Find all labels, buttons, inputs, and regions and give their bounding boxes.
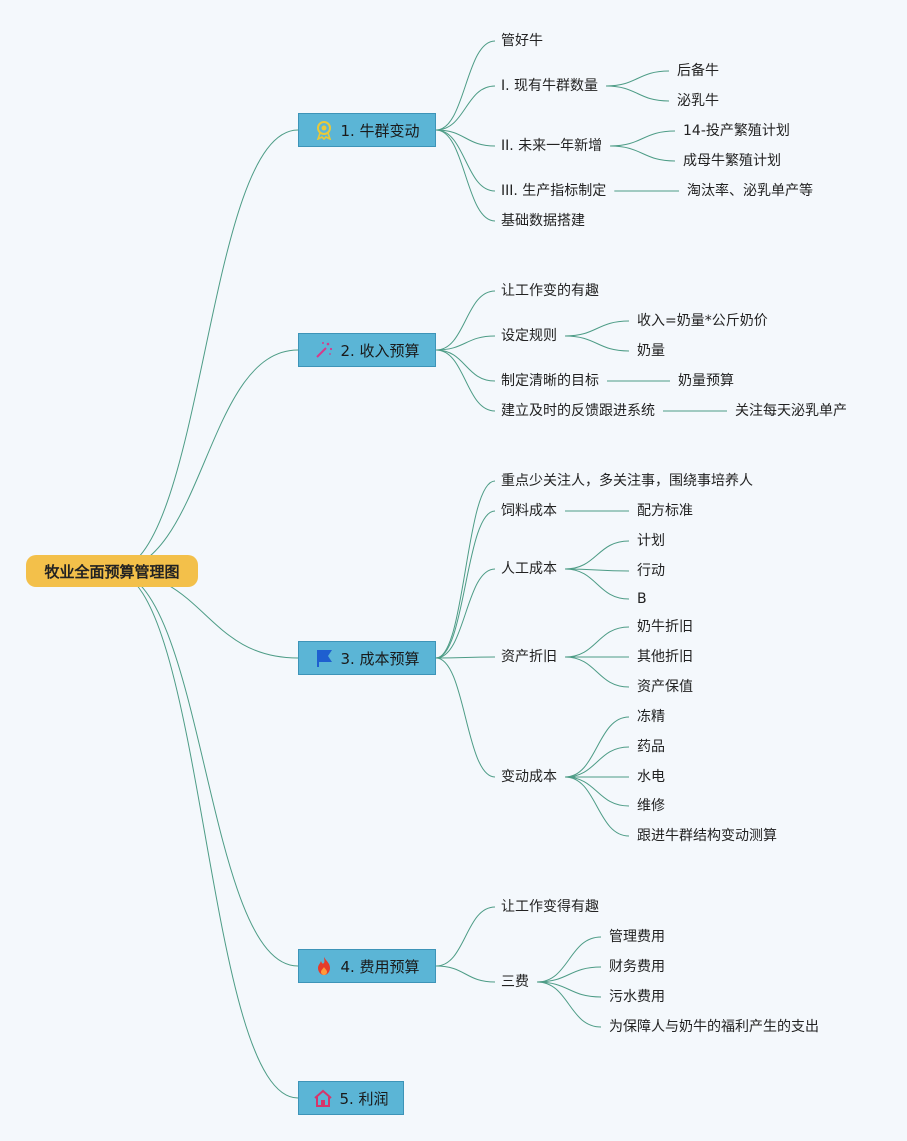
connector-line: [435, 40, 496, 131]
detail-item[interactable]: 跟进牛群结构变动测算: [637, 828, 777, 844]
connector-line: [435, 349, 496, 412]
detail-item[interactable]: 其他折旧: [637, 649, 693, 665]
subtopic[interactable]: III. 生产指标制定: [501, 183, 607, 199]
detail-item[interactable]: 关注每天泌乳单产: [735, 403, 847, 419]
detail-item[interactable]: 污水费用: [609, 989, 665, 1005]
subtopic[interactable]: 人工成本: [501, 561, 557, 577]
connector-line: [564, 568, 630, 600]
connector-line: [564, 776, 630, 837]
topic-cost-budget[interactable]: 3. 成本预算: [298, 641, 436, 675]
topic-label: 4. 费用预算: [340, 957, 420, 976]
connector-line: [564, 656, 630, 688]
subtopic[interactable]: 基础数据搭建: [501, 213, 585, 229]
connector-line: [435, 349, 496, 382]
topic-profit[interactable]: 5. 利润: [298, 1081, 404, 1115]
topic-label: 2. 收入预算: [340, 341, 420, 360]
connector-line: [606, 70, 670, 87]
detail-item[interactable]: B: [637, 591, 647, 607]
connector-line: [435, 85, 496, 131]
connector-line: [435, 480, 496, 659]
connector-line: [435, 568, 496, 659]
award-badge-icon: [317, 121, 332, 140]
subtopic[interactable]: 设定规则: [501, 328, 557, 344]
detail-item[interactable]: 14-投产繁殖计划: [683, 123, 790, 139]
detail-item[interactable]: 奶量: [637, 343, 665, 359]
connector-line: [111, 349, 299, 572]
connector-line: [564, 776, 630, 807]
connector-line: [564, 568, 630, 572]
detail-item[interactable]: 奶量预算: [678, 373, 734, 389]
topic-income-budget[interactable]: 2. 收入预算: [298, 333, 436, 367]
subtopic[interactable]: II. 未来一年新增: [501, 138, 603, 154]
connector-line: [435, 129, 496, 222]
subtopic[interactable]: 让工作变得有趣: [501, 899, 599, 915]
root-topic[interactable]: 牧业全面预算管理图: [26, 555, 198, 587]
connector-line: [435, 656, 496, 659]
connector-line: [564, 746, 630, 778]
subtopic[interactable]: 饲料成本: [501, 503, 557, 519]
topic-expense-budget[interactable]: 4. 费用预算: [298, 949, 436, 983]
topic-label: 5. 利润: [339, 1089, 389, 1108]
house-icon: [314, 1089, 333, 1107]
subtopic[interactable]: 三费: [501, 974, 529, 990]
detail-item[interactable]: 行动: [637, 563, 665, 579]
detail-item[interactable]: 收入=奶量*公斤奶价: [637, 313, 768, 329]
detail-item[interactable]: 财务费用: [609, 959, 665, 975]
detail-item[interactable]: 水电: [637, 769, 665, 785]
connector-line: [564, 716, 630, 778]
connector-line: [435, 906, 496, 967]
root-topic-label: 牧业全面预算管理图: [44, 562, 180, 581]
connector-line: [435, 510, 496, 659]
topic-label: 3. 成本预算: [340, 649, 420, 668]
subtopic[interactable]: 管好牛: [501, 33, 543, 49]
connector-line: [435, 335, 496, 351]
detail-item[interactable]: 奶牛折旧: [637, 619, 693, 635]
detail-item[interactable]: 维修: [637, 798, 665, 814]
detail-item[interactable]: 计划: [637, 533, 665, 549]
detail-item[interactable]: 冻精: [637, 709, 665, 725]
detail-item[interactable]: 为保障人与奶牛的福利产生的支出: [609, 1019, 819, 1035]
topic-label: 1. 牛群变动: [340, 121, 420, 140]
flag-icon: [317, 650, 333, 667]
connector-line: [536, 936, 602, 983]
subtopic[interactable]: 重点少关注人，多关注事，围绕事培养人: [501, 473, 753, 489]
connector-line: [435, 657, 496, 778]
connector-line: [435, 129, 496, 192]
subtopic[interactable]: 资产折旧: [501, 649, 557, 665]
connector-line: [536, 966, 602, 983]
subtopic[interactable]: 制定清晰的目标: [501, 373, 599, 389]
fire-icon: [318, 957, 331, 975]
connector-line: [111, 570, 299, 1099]
detail-item[interactable]: 淘汰率、泌乳单产等: [687, 183, 813, 199]
connector-line: [606, 85, 670, 102]
connector-line: [111, 129, 299, 572]
detail-item[interactable]: 后备牛: [677, 63, 719, 79]
magic-wand-icon: [316, 342, 333, 358]
connector-line: [435, 290, 496, 351]
connector-line: [111, 570, 299, 967]
connector-line: [435, 965, 496, 983]
connector-line: [435, 129, 496, 147]
topic-herd-changes[interactable]: 1. 牛群变动: [298, 113, 436, 147]
connector-line: [536, 981, 602, 1028]
connector-line: [564, 626, 630, 658]
connector-line: [564, 540, 630, 570]
connector-line: [564, 335, 630, 352]
detail-item[interactable]: 配方标准: [637, 503, 693, 519]
detail-item[interactable]: 成母牛繁殖计划: [683, 153, 781, 169]
connector-line: [536, 981, 602, 998]
connector-line: [610, 130, 676, 147]
detail-item[interactable]: 药品: [637, 739, 665, 755]
detail-item[interactable]: 泌乳牛: [677, 93, 719, 109]
subtopic[interactable]: 建立及时的反馈跟进系统: [501, 403, 655, 419]
subtopic[interactable]: 变动成本: [501, 769, 557, 785]
connector-line: [610, 145, 676, 162]
detail-item[interactable]: 管理费用: [609, 929, 665, 945]
connector-line: [564, 320, 630, 337]
detail-item[interactable]: 资产保值: [637, 679, 693, 695]
subtopic[interactable]: 让工作变的有趣: [501, 283, 599, 299]
subtopic[interactable]: I. 现有牛群数量: [501, 78, 599, 94]
